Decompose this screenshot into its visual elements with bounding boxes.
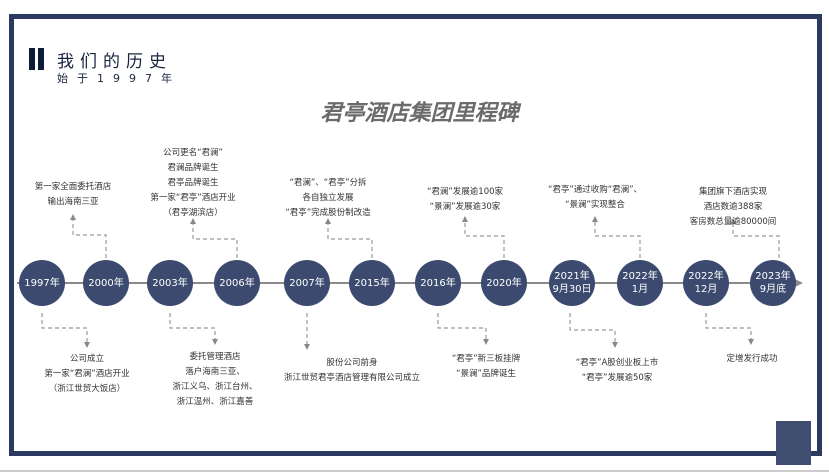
milestone-note-line: 输出海南三亚 (47, 197, 99, 207)
milestone-node: 2000年 (83, 260, 129, 306)
milestone-note: 定增发行成功 (726, 352, 777, 367)
timeline-arrow-icon (795, 279, 803, 287)
milestone-note-line: 股份公司前身 (326, 358, 378, 368)
milestone-note-line: “君亭”完成股份制改造 (285, 208, 371, 218)
milestone-note-line: “君亭”通过收购“君澜”、 (547, 185, 643, 195)
milestone-node: 2020年 (481, 260, 527, 306)
main-title: 君亭酒店集团里程碑 (320, 101, 519, 126)
milestone-node: 2003年 (147, 260, 193, 306)
milestone-note-line: 公司更名“君澜” (163, 148, 223, 158)
milestone-note: 股份公司前身浙江世贸君亭酒店管理有限公司成立 (284, 356, 420, 386)
milestone-node: 2021年 9月30日 (549, 260, 595, 306)
milestone-node: 2023年 9月底 (750, 260, 796, 306)
milestone-note-line: 君亭品牌诞生 (167, 178, 219, 188)
milestone-note-line: “景澜”发展逾30家 (429, 202, 501, 212)
milestone-note: 第一家全面委托酒店输出海南三亚 (35, 180, 112, 210)
milestone-note-line: 委托管理酒店 (189, 352, 241, 362)
milestone-node: 1997年 (19, 260, 65, 306)
milestone-note: 委托管理酒店落户海南三亚、浙江义乌、浙江台州、浙江温州、浙江嘉善 (172, 350, 257, 410)
heading-bar-icon (29, 48, 35, 70)
milestone-note-line: “君澜”发展逾100家 (426, 187, 504, 197)
milestone-note-line: 公司成立 (69, 354, 104, 364)
milestone-node: 2006年 (214, 260, 260, 306)
bottom-divider (0, 470, 829, 472)
milestone-note-line: 君澜品牌诞生 (167, 163, 219, 173)
milestone-note-line: “君亭”新三板挂牌 (451, 354, 521, 364)
milestone-note-line: 落户海南三亚、 (185, 367, 245, 377)
milestone-note-line: 浙江世贸君亭酒店管理有限公司成立 (283, 373, 421, 383)
milestone-note-line: 酒店数逾388家 (703, 202, 763, 212)
milestone-note: “君亭”通过收购“君澜”、 “景澜”实现整合 (548, 183, 642, 213)
heading-bar-icon (38, 48, 44, 70)
milestone-note-line: “君亭”A股创业板上市 (575, 358, 659, 368)
milestone-note: “君澜”发展逾100家 “景澜”发展逾30家 (427, 185, 503, 215)
corner-block (776, 421, 811, 465)
milestone-note-line: “景澜”实现整合 (565, 200, 625, 210)
milestone-note: “君亭”A股创业板上市 “君亭”发展逾50家 (576, 356, 659, 386)
page-frame (9, 14, 822, 456)
milestone-node: 2022年 1月 (617, 260, 663, 306)
milestone-note-line: 浙江温州、浙江嘉善 (176, 397, 254, 407)
milestone-note: “君亭”新三板挂牌 “景澜”品牌诞生 (452, 352, 520, 382)
milestone-node: 2015年 (349, 260, 395, 306)
milestone-note-line: 各自独立发展 (302, 193, 354, 203)
milestone-note-line: 第一家“君亭”酒店开业 (150, 193, 236, 203)
milestone-note-line: 客房数总量逾80000间 (689, 217, 777, 227)
milestone-note-line: 浙江义乌、浙江台州、 (172, 382, 258, 392)
milestone-node: 2016年 (415, 260, 461, 306)
milestone-note-line: “景澜”品牌诞生 (456, 369, 516, 379)
milestone-note: 公司更名“君澜” 君澜品牌诞生君亭品牌诞生第一家“君亭”酒店开业 （君亭湖滨店） (150, 146, 235, 221)
milestone-note: 集团旗下酒店实现酒店数逾388家客房数总量逾80000间 (690, 185, 777, 230)
milestone-note: 公司成立第一家“君澜”酒店开业 （浙江世贸大饭店） (44, 352, 129, 397)
milestone-note-line: （君亭湖滨店） (163, 208, 223, 218)
milestone-note-line: （浙江世贸大饭店） (48, 384, 126, 394)
milestone-note-line: “君澜”、“君亭”分拆 (289, 178, 367, 188)
section-title: 我们的历史 (57, 52, 172, 72)
milestone-note-line: 第一家“君澜”酒店开业 (44, 369, 130, 379)
section-subtitle: 始于1997年 (57, 72, 181, 85)
milestone-node: 2022年 12月 (683, 260, 729, 306)
connector-arrowheads (70, 214, 754, 350)
milestone-node: 2007年 (284, 260, 330, 306)
milestone-note-line: 定增发行成功 (726, 354, 778, 364)
milestone-note-line: “君亭”发展逾50家 (581, 373, 653, 383)
connectors (41, 218, 780, 345)
milestone-note-line: 第一家全面委托酒店 (34, 182, 112, 192)
milestone-note: “君澜”、“君亭”分拆各自独立发展 “君亭”完成股份制改造 (285, 176, 370, 221)
milestone-note-line: 集团旗下酒店实现 (698, 187, 768, 197)
